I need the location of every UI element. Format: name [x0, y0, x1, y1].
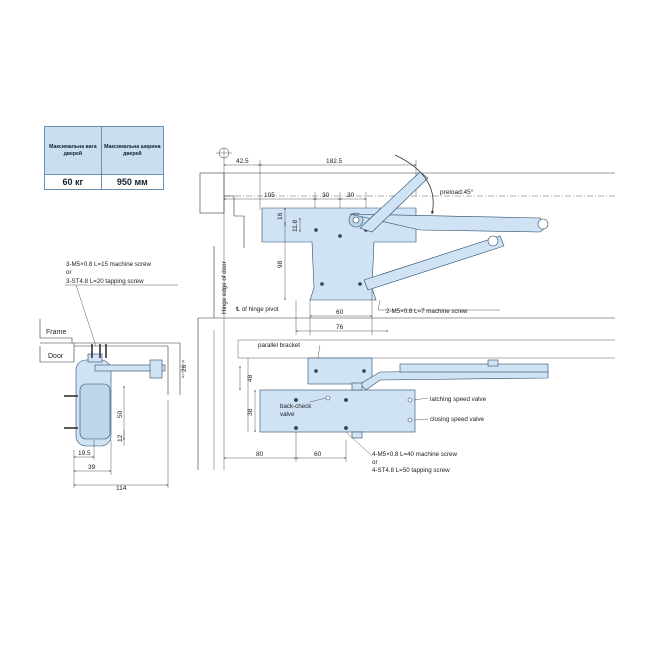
spec-value-width: 950 мм [100, 174, 165, 190]
dim-60-bot: 60 [314, 451, 322, 458]
latching-valve-label: latching speed valve [430, 396, 487, 403]
dim-30-a: 30 [322, 192, 330, 199]
dim-19-5: 19.5 [78, 450, 91, 457]
dim-60-top: 60 [336, 309, 344, 316]
parallel-bracket [307, 357, 373, 385]
arm-rotated-top [359, 171, 429, 233]
arm-side [94, 364, 166, 372]
front-view [197, 318, 615, 470]
preload-label: preload:45° [440, 188, 474, 196]
screw-mid-label: 2-M5×0.8 L=7 machine screw [386, 308, 468, 315]
dim-48: 48 [247, 374, 254, 382]
frame-outline [39, 319, 73, 344]
dim-12: 12 [117, 434, 124, 442]
dim-16: 16 [277, 212, 284, 220]
back-check-label-2: valve [280, 411, 295, 418]
dim-98: 98 [277, 260, 284, 268]
hinge-pivot-label: ℄ of hinge pivot [235, 306, 279, 313]
side-view [39, 284, 184, 488]
dim-50: 50 [117, 410, 124, 418]
back-check-label-1: back-check [280, 403, 312, 410]
closing-valve-label: closing speed valve [430, 416, 485, 423]
door-label: Door [48, 353, 64, 360]
frame-label: Frame [46, 329, 66, 336]
dim-42-5: 42.5 [236, 158, 249, 165]
screw-top-text-or: or [66, 269, 72, 276]
dim-11-8: 11.8 [292, 219, 299, 232]
screw-bot-text-1: 4-M5×0.8 L=40 machine screw [372, 451, 457, 458]
spec-header-width: Максимальна ширина дверей [100, 126, 165, 175]
dim-105: 105 [264, 192, 275, 199]
screw-top-text-1: 3-M5×0.8 L=15 machine screw [66, 261, 151, 268]
parallel-bracket-label: parallel bracket [258, 342, 300, 349]
hinge-edge-label: Hinge edge of door [221, 261, 228, 314]
top-view [198, 147, 615, 335]
dim-38: 38 [247, 408, 254, 416]
dim-182-5: 182.5 [326, 158, 343, 165]
closer-body-front [259, 389, 416, 433]
spec-header-weight: Максимальна вага дверей [44, 126, 102, 175]
dim-30-b: 30 [347, 192, 355, 199]
screw-top-text-2: 3-ST4.8 L=20 tapping screw [66, 278, 144, 285]
spec-table: Максимальна вага дверей Максимальна шири… [44, 126, 165, 190]
dim-39: 39 [88, 464, 96, 471]
arm-lower-top [363, 235, 505, 291]
arm-front [359, 369, 549, 391]
screw-bot-text-or: or [372, 459, 378, 466]
dim-76: 76 [336, 324, 344, 331]
screw-bot-text-2: 4-ST4.8 L=50 tapping screw [372, 467, 450, 474]
dim-80: 80 [256, 451, 264, 458]
spec-value-weight: 60 кг [44, 174, 102, 190]
dim-114: 114 [116, 485, 127, 492]
door-outline [39, 346, 74, 363]
dim-26: 26 [181, 364, 188, 372]
